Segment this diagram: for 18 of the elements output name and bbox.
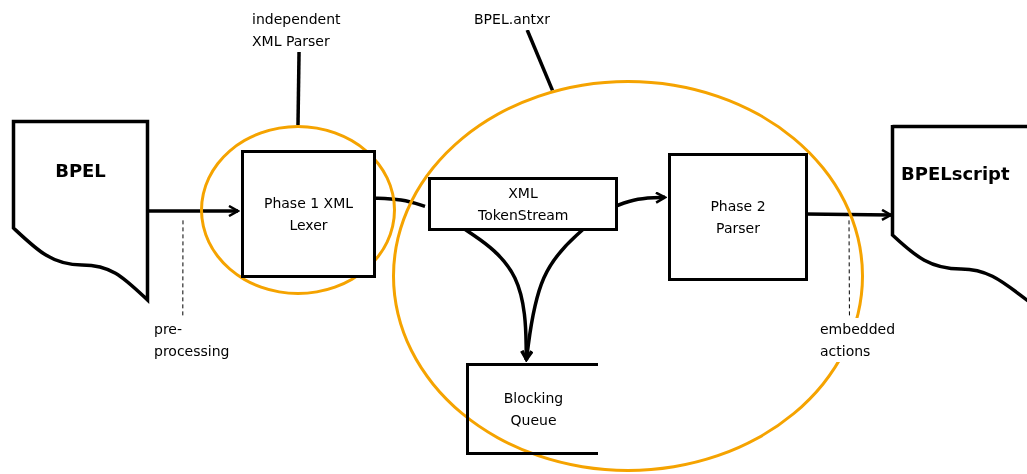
box-label: XML TokenStream [478,184,568,225]
box-label: Blocking Queue [502,389,565,430]
connector-line [525,29,555,91]
process-box [668,153,808,281]
process-box [241,150,376,278]
highlight-ellipse [200,125,396,295]
document-shape [12,120,149,302]
document-title: BPELscript [901,163,1010,185]
process-box [428,177,618,231]
queue-shape [466,363,598,455]
arrow [149,204,240,218]
document-shape [891,125,1027,305]
leader-line [182,218,184,316]
document-title: BPEL [55,160,106,182]
leader-line [848,218,850,316]
box-label: Phase 1 XML Lexer [263,194,354,235]
connector-line [296,51,301,126]
box-label: Phase 2 Parser [709,197,767,238]
